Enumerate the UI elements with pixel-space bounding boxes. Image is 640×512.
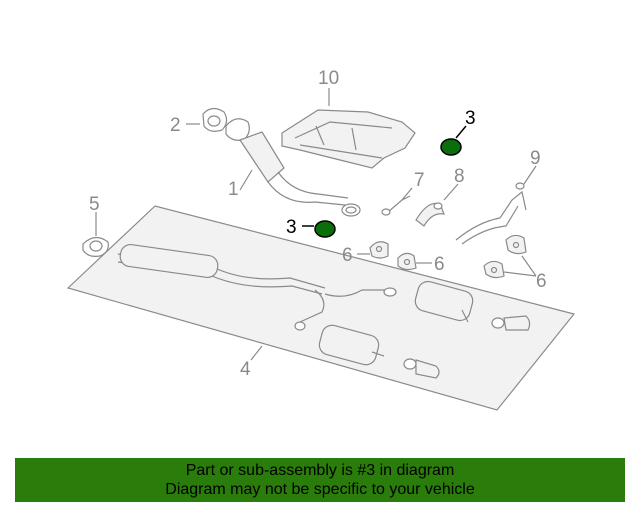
highlighted-gasket-upper: [440, 138, 462, 156]
callout-2: 2: [170, 115, 181, 136]
callout-3-lower: 3: [286, 217, 297, 238]
right-muffler: [414, 280, 531, 331]
heat-shield: [281, 109, 416, 169]
hanger-bracket-9: [455, 182, 527, 245]
callout-6-middle: 6: [434, 254, 445, 275]
hanger-bracket-8: [415, 202, 445, 227]
insulator-6-left: [369, 241, 389, 259]
callout-3-upper: 3: [465, 108, 476, 129]
gasket-3-upper: [440, 138, 462, 156]
callout-10: 10: [318, 68, 339, 89]
catalytic-converter: [225, 118, 361, 217]
caption-bar: Part or sub-assembly is #3 in diagram Di…: [15, 458, 625, 502]
caption-line-2: Diagram may not be specific to your vehi…: [165, 481, 475, 498]
callout-9: 9: [530, 148, 541, 169]
leader-lines: [95, 88, 537, 361]
flange-gasket: [202, 107, 228, 132]
callout-8: 8: [454, 166, 465, 187]
caption-line-1: Part or sub-assembly is #3 in diagram: [185, 462, 455, 479]
callout-5: 5: [89, 194, 100, 215]
resonator-pipe: [117, 243, 397, 331]
callout-6-left: 6: [342, 245, 353, 266]
highlighted-gasket-lower: [314, 220, 336, 238]
hanger-bracket-7: [381, 195, 411, 216]
gasket-3-lower: [314, 220, 336, 238]
left-muffler: [318, 324, 440, 379]
insulator-6-right-lower: [483, 260, 505, 279]
callout-4: 4: [240, 359, 251, 380]
front-gasket: [82, 236, 109, 257]
callout-7: 7: [414, 170, 425, 191]
insulator-6-right-upper: [505, 234, 527, 255]
callout-1: 1: [228, 179, 239, 200]
exhaust-system-diagram: 10 2 1 5 4 7 8 9 6 6 6 3 3: [66, 68, 576, 411]
insulator-6-middle: [397, 252, 417, 271]
callout-6-right: 6: [536, 271, 547, 292]
